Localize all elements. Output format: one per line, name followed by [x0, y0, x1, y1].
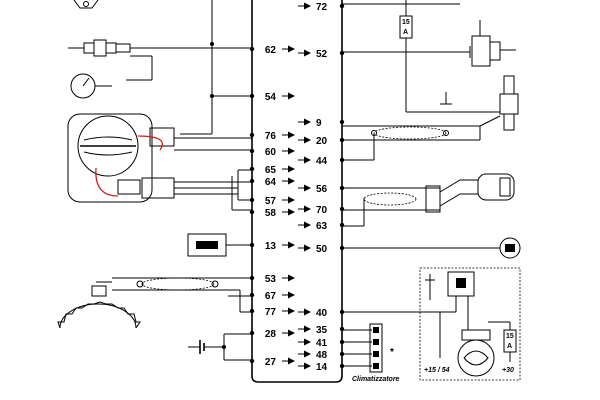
pin-dot: [249, 166, 255, 172]
climate-label: Climatizzatore: [352, 376, 400, 383]
temperature-gauge-icon: [70, 73, 112, 99]
pin-label: 77: [265, 307, 277, 318]
ecu-control-unit: [251, 0, 343, 383]
ground-symbol-icon: [188, 333, 252, 361]
supply-30-label: +30: [502, 367, 514, 374]
knock-sensor-icon: [342, 173, 515, 227]
pin-label: 72: [316, 2, 328, 13]
supply-15-54-label: +15 / 54: [424, 367, 450, 374]
pin-dot: [249, 93, 255, 99]
pin-dot: [339, 137, 345, 143]
pin-label: 58: [265, 208, 277, 219]
pin-label: 64: [265, 177, 277, 188]
pin-dot: [339, 222, 345, 228]
pin-dot: [339, 326, 345, 332]
pin-dot: [249, 178, 255, 184]
pin-label: 70: [316, 205, 328, 216]
oxygen-sensor-icon: [68, 39, 252, 81]
pin-label: 52: [316, 49, 328, 60]
pin-dot: [339, 339, 345, 345]
air-conditioning-module: 15 A +15 / 54 +30: [342, 267, 521, 381]
asterisk-note: *: [390, 347, 394, 358]
pin-dot: [249, 330, 255, 336]
pin-dot: [339, 206, 345, 212]
pin-label: 53: [265, 274, 277, 285]
pin-label: 60: [265, 147, 277, 158]
pin-dot: [339, 245, 345, 251]
pin-dot: [249, 148, 255, 154]
pin-label: 14: [316, 362, 328, 373]
pin-dot: [249, 46, 255, 52]
pin-label: 57: [265, 196, 277, 207]
pin-label: 48: [316, 350, 328, 361]
fuse-top: 15 A: [342, 0, 468, 113]
pin-label: 20: [316, 136, 328, 147]
pin-dot: [339, 3, 345, 9]
pin-dot: [249, 275, 255, 281]
pin-dot: [339, 185, 345, 191]
pin-label: 65: [265, 165, 277, 176]
pin-label: 13: [265, 241, 277, 252]
pin-dot: [339, 351, 345, 357]
fuse-ac-value: 15: [506, 333, 514, 340]
pin-dot: [339, 50, 345, 56]
immobilizer-key-icon: [187, 233, 252, 257]
pin-label: 56: [316, 184, 328, 195]
pin-dot: [249, 197, 255, 203]
warning-lamp-icon: [342, 237, 521, 259]
pin-label: 27: [265, 357, 277, 368]
pin-label: 76: [265, 131, 277, 142]
pin-dot: [249, 308, 255, 314]
throttle-body-icon: [67, 113, 175, 203]
pin-dot: [249, 292, 255, 298]
pin-dot: [339, 363, 345, 369]
temperature-sensor-icon: [440, 75, 519, 131]
pin-dot: [339, 309, 345, 315]
crankshaft-sensor-icon: [91, 277, 252, 313]
pin-label: 35: [316, 325, 328, 336]
pin-label: 54: [265, 92, 277, 103]
pin-label: 67: [265, 291, 277, 302]
pin-dot: [249, 358, 255, 364]
pin-label: 40: [316, 308, 328, 319]
pin-label: 9: [316, 118, 322, 129]
pin-dot: [249, 132, 255, 138]
pin-label: 50: [316, 244, 328, 255]
toothed-wheel-icon: [57, 301, 141, 329]
pin-label: 63: [316, 221, 328, 232]
fuse-ac-unit: A: [507, 343, 512, 350]
pin-label: 44: [316, 156, 328, 167]
climate-connector: * Climatizzatore: [342, 323, 400, 383]
pin-label: 41: [316, 338, 328, 349]
pin-label: 62: [265, 45, 277, 56]
pin-dot: [249, 242, 255, 248]
top-left-connector: [73, 0, 99, 9]
pin-dot: [339, 119, 345, 125]
fuel-injector-icon: [342, 20, 516, 67]
pin-dot: [249, 209, 255, 215]
fuse-top-value: 15: [402, 19, 410, 26]
fuse-top-unit: A: [403, 29, 408, 36]
pin-label: 28: [265, 329, 277, 340]
pin-dot: [339, 157, 345, 163]
